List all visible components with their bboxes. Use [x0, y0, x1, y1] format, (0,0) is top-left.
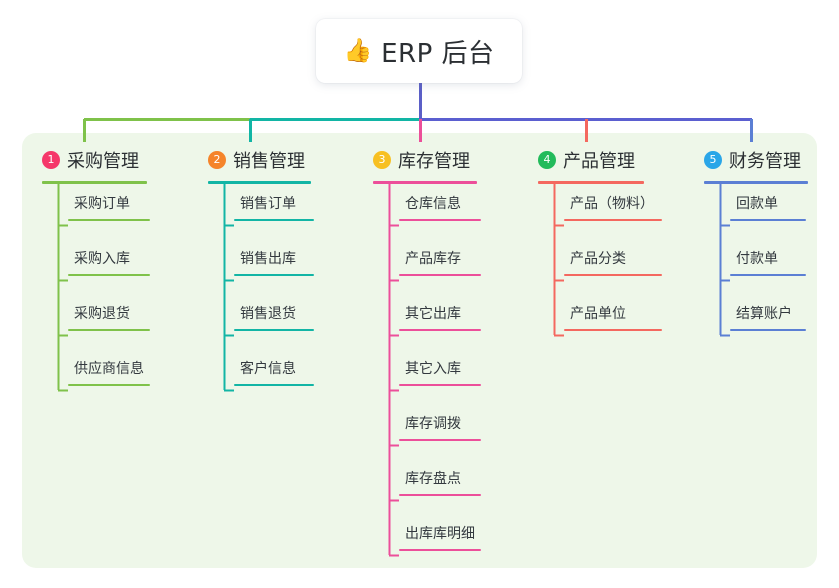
leaf-node-label: 产品单位 — [570, 306, 626, 322]
leaf-node[interactable]: 其它出库 — [399, 305, 481, 331]
branch-header-rule-3 — [373, 181, 477, 184]
thumbs-up-icon: 👍 — [343, 37, 373, 64]
leaf-node-rule — [68, 219, 150, 221]
leaf-node[interactable]: 结算账户 — [730, 305, 806, 331]
leaf-node[interactable]: 采购入库 — [68, 250, 150, 276]
leaf-node[interactable]: 产品库存 — [399, 250, 481, 276]
root-node[interactable]: 👍 ERP 后台 — [316, 19, 522, 83]
branch-column-1: 1 采购管理采购订单采购入库采购退货供应商信息 — [42, 147, 150, 386]
root-node-label: ERP 后台 — [381, 38, 495, 69]
branch-column-4: 4 产品管理产品（物料） 产品分类产品单位 — [538, 147, 662, 331]
leaf-node-label: 采购订单 — [74, 196, 130, 212]
leaf-node-rule — [68, 384, 150, 386]
leaf-node-label: 结算账户 — [736, 306, 792, 322]
leaf-node[interactable]: 客户信息 — [234, 360, 314, 386]
leaf-node-rule — [68, 274, 150, 276]
branch-header-rule-2 — [208, 181, 311, 184]
branch-badge-4: 4 — [538, 151, 556, 169]
branch-badge-3: 3 — [373, 151, 391, 169]
leaf-node-rule — [730, 329, 806, 331]
branch-title-3: 库存管理 — [398, 151, 470, 172]
leaf-node-label: 付款单 — [736, 251, 778, 267]
branch-header-5[interactable]: 5 财务管理 — [704, 147, 801, 173]
leaf-node-rule — [730, 274, 806, 276]
leaf-node-label: 仓库信息 — [405, 196, 461, 212]
leaf-node[interactable]: 销售出库 — [234, 250, 314, 276]
branch-badge-2: 2 — [208, 151, 226, 169]
leaf-node[interactable]: 库存调拨 — [399, 415, 481, 441]
leaf-node-label: 客户信息 — [240, 361, 296, 377]
leaf-node[interactable]: 销售订单 — [234, 195, 314, 221]
leaf-node-rule — [68, 329, 150, 331]
leaf-node[interactable]: 产品（物料） — [564, 195, 662, 221]
leaf-node[interactable]: 产品分类 — [564, 250, 662, 276]
leaf-node-label: 其它入库 — [405, 361, 461, 377]
branch-title-2: 销售管理 — [233, 151, 305, 172]
leaf-node-label: 供应商信息 — [74, 361, 144, 377]
leaf-node-label: 库存调拨 — [405, 416, 461, 432]
leaf-node[interactable]: 付款单 — [730, 250, 806, 276]
leaf-node-rule — [234, 384, 314, 386]
leaf-node[interactable]: 产品单位 — [564, 305, 662, 331]
leaf-node-label: 采购退货 — [74, 306, 130, 322]
leaf-node-label: 采购入库 — [74, 251, 130, 267]
branch-title-5: 财务管理 — [729, 151, 801, 172]
leaf-node-label: 回款单 — [736, 196, 778, 212]
leaf-node[interactable]: 仓库信息 — [399, 195, 481, 221]
leaf-node-rule — [399, 384, 481, 386]
leaf-node[interactable]: 库存盘点 — [399, 470, 481, 496]
leaf-node-rule — [234, 219, 314, 221]
leaf-node-label: 销售出库 — [240, 251, 296, 267]
branch-header-rule-1 — [42, 181, 147, 184]
leaf-node-label: 出库库明细 — [405, 526, 475, 542]
leaf-node-label: 产品库存 — [405, 251, 461, 267]
leaf-node-rule — [399, 439, 481, 441]
leaf-node-rule — [564, 274, 662, 276]
leaf-node[interactable]: 出库库明细 — [399, 525, 481, 551]
leaf-node[interactable]: 供应商信息 — [68, 360, 150, 386]
branch-header-rule-5 — [704, 181, 808, 184]
leaf-node-label: 产品分类 — [570, 251, 626, 267]
branch-column-3: 3 库存管理仓库信息产品库存其它出库其它入库库存调拨库存盘点出库库明细 — [373, 147, 481, 551]
leaf-node-rule — [399, 219, 481, 221]
leaf-node-label: 销售订单 — [240, 196, 296, 212]
branch-column-2: 2 销售管理销售订单销售出库销售退货客户信息 — [208, 147, 314, 386]
branch-badge-1: 1 — [42, 151, 60, 169]
branch-header-rule-4 — [538, 181, 644, 184]
leaf-node-label: 库存盘点 — [405, 471, 461, 487]
leaf-node-rule — [399, 274, 481, 276]
leaf-node-rule — [730, 219, 806, 221]
leaf-node-label: 销售退货 — [240, 306, 296, 322]
leaf-node[interactable]: 其它入库 — [399, 360, 481, 386]
leaf-node-rule — [234, 329, 314, 331]
leaf-node[interactable]: 采购退货 — [68, 305, 150, 331]
leaf-node-rule — [399, 549, 481, 551]
branch-header-1[interactable]: 1 采购管理 — [42, 147, 139, 173]
leaf-node-rule — [234, 274, 314, 276]
branch-header-2[interactable]: 2 销售管理 — [208, 147, 305, 173]
leaf-node-label: 其它出库 — [405, 306, 461, 322]
branch-column-5: 5 财务管理回款单付款单结算账户 — [704, 147, 808, 331]
leaf-node[interactable]: 销售退货 — [234, 305, 314, 331]
leaf-node[interactable]: 回款单 — [730, 195, 806, 221]
branch-title-4: 产品管理 — [563, 151, 635, 172]
leaf-node-rule — [564, 329, 662, 331]
leaf-node-rule — [399, 329, 481, 331]
branch-badge-5: 5 — [704, 151, 722, 169]
branch-header-3[interactable]: 3 库存管理 — [373, 147, 470, 173]
leaf-node[interactable]: 采购订单 — [68, 195, 150, 221]
leaf-node-label: 产品（物料） — [570, 196, 654, 212]
branch-header-4[interactable]: 4 产品管理 — [538, 147, 635, 173]
leaf-node-rule — [399, 494, 481, 496]
leaf-node-rule — [564, 219, 662, 221]
branch-title-1: 采购管理 — [67, 151, 139, 172]
